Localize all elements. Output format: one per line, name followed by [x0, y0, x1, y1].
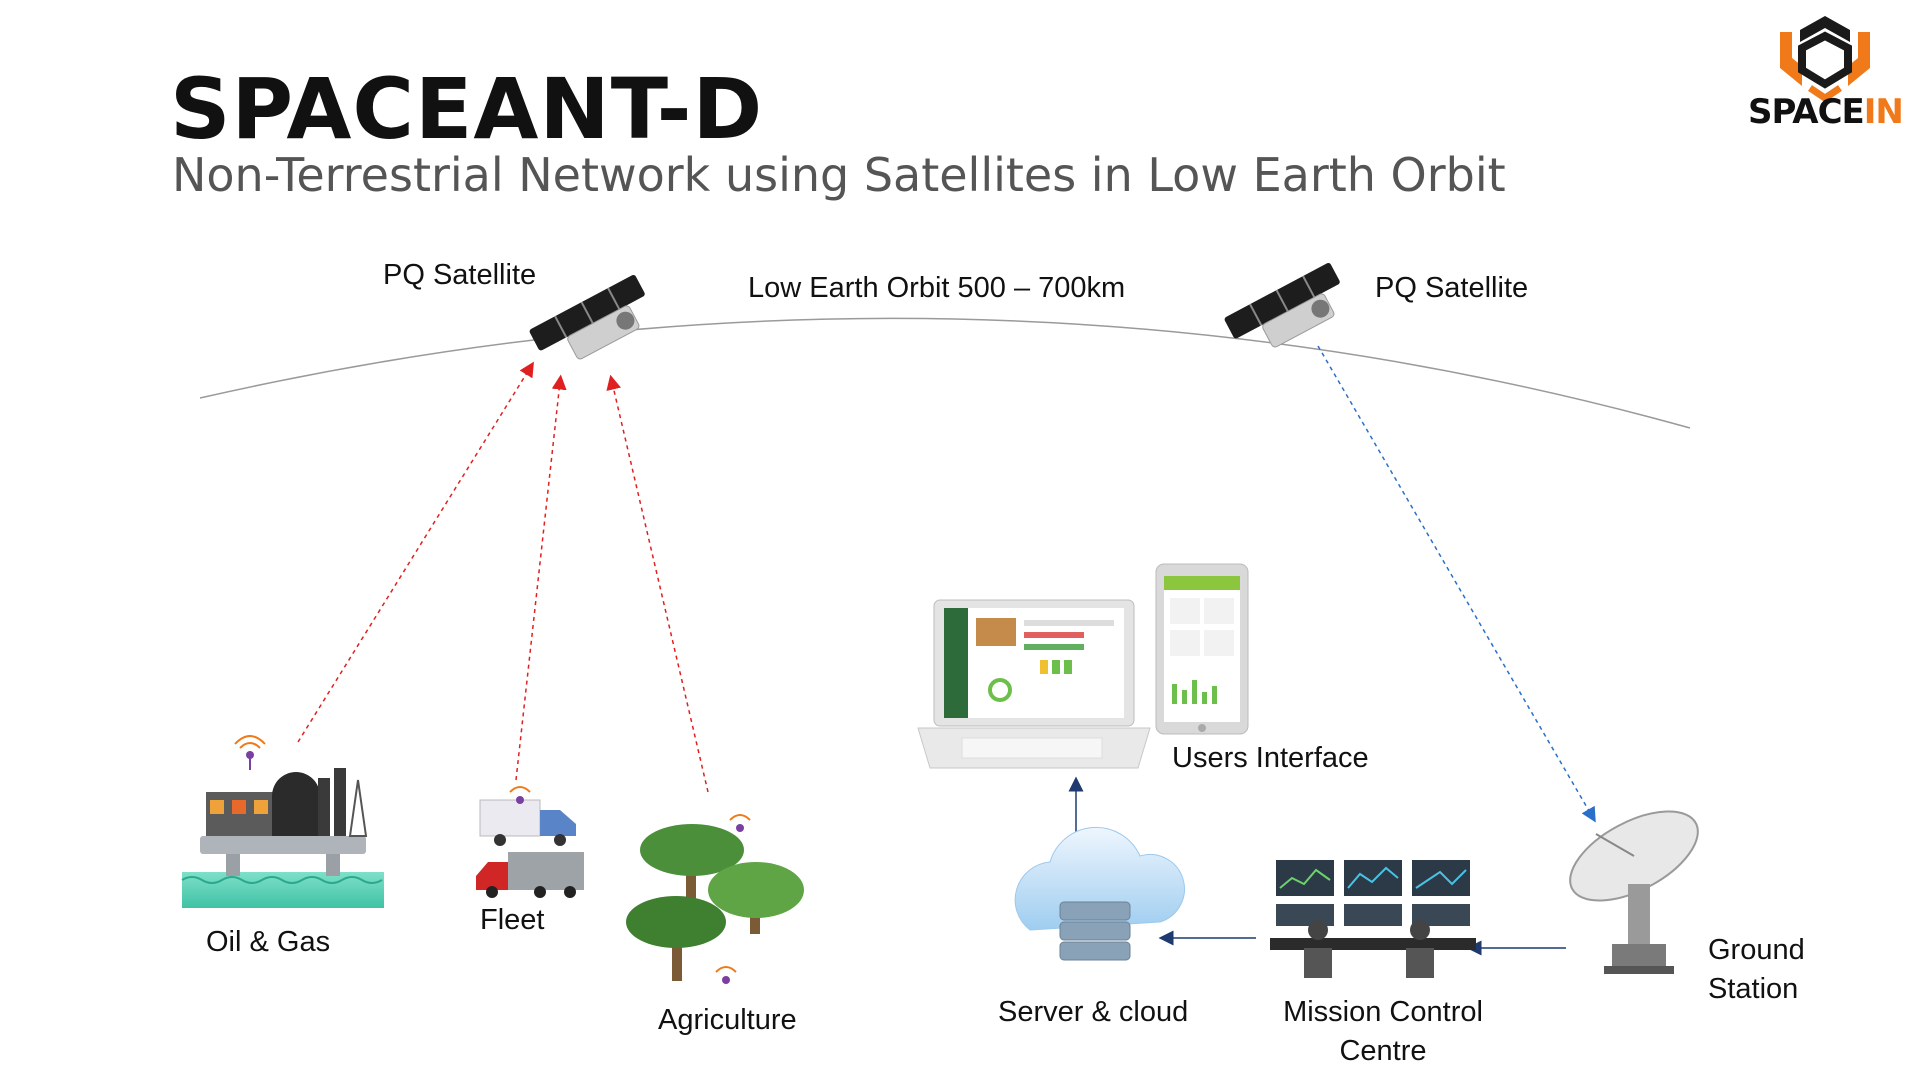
fleet-label: Fleet: [480, 904, 545, 936]
logo-wordmark: SPACEIN: [1748, 92, 1904, 132]
uplink-oil-gas: [297, 361, 534, 743]
page-title: SPACEANT-D: [170, 60, 764, 158]
satellite-label-left: PQ Satellite: [383, 259, 537, 291]
orbit-arc: [199, 317, 1691, 429]
laptop-dashboard-icon: [917, 599, 1151, 769]
mission-control-icon: [1270, 860, 1476, 978]
agriculture-label: Agriculture: [658, 1004, 797, 1036]
uplink-agriculture: [606, 374, 709, 793]
orbit-label: Low Earth Orbit 500 – 700km: [748, 272, 1126, 304]
page-subtitle: Non-Terrestrial Network using Satellites…: [172, 148, 1506, 202]
uplink-fleet: [515, 374, 567, 781]
server-cloud-label: Server & cloud: [998, 996, 1189, 1028]
ground-station-dish-icon: [1569, 810, 1699, 974]
fleet-trucks-icon: [476, 786, 584, 898]
satellite-icon: [529, 274, 645, 360]
users-interface-label: Users Interface: [1172, 742, 1369, 774]
mission-control-label: Mission Control Centre: [1283, 996, 1483, 1067]
satellite-icon: [1224, 262, 1340, 348]
server-cloud-icon: [1014, 826, 1185, 961]
ground-station-label: Ground Station: [1708, 934, 1805, 1005]
downlink-ground-station: [1317, 345, 1596, 823]
spacein-logo-icon: [1780, 16, 1870, 103]
tablet-sensors-icon: [1155, 563, 1249, 735]
oil-gas-platform-icon: [181, 735, 384, 908]
oil-gas-label: Oil & Gas: [206, 926, 331, 958]
satellite-label-right: PQ Satellite: [1375, 272, 1529, 304]
agriculture-palm-trees-icon: [626, 814, 804, 984]
